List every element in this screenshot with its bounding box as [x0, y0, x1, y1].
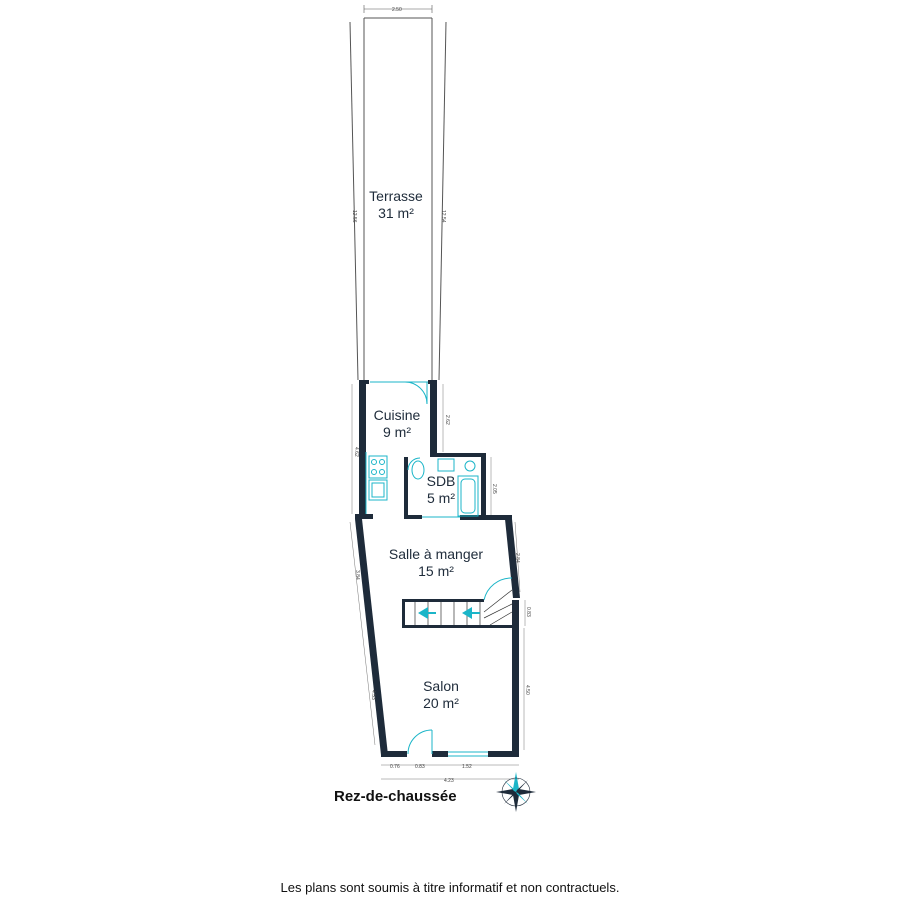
compass-rose-icon: [496, 772, 536, 812]
dim-terrasse-left-label: 12.56: [351, 210, 357, 223]
wall-left-slanted: [355, 519, 388, 755]
dim-salle-left-label: 3.84: [354, 570, 360, 580]
wall-right-slanted: [505, 519, 520, 598]
dim-top-width-label: 2.50: [392, 7, 402, 13]
room-label-salle-a-manger: Salle à manger 15 m²: [389, 546, 483, 580]
room-name: Salon: [423, 678, 459, 694]
wall-cuisine-top-left: [359, 380, 369, 384]
sink-icon: [368, 479, 388, 501]
room-area: 31 m²: [378, 205, 414, 221]
dim-top-width: [363, 5, 433, 13]
room-label-terrasse: Terrasse 31 m²: [369, 188, 423, 222]
room-name: Terrasse: [369, 188, 423, 204]
dim-terrasse-right-label: 12.54: [440, 210, 446, 223]
wall-partition-right: [460, 515, 512, 520]
dim-salon-right-label: 4.50: [524, 685, 530, 695]
dim-bottom-window-seg-label: 1.52: [462, 764, 472, 770]
exterior-walls: [355, 380, 512, 520]
water-heater-icon: [464, 460, 476, 472]
kitchen-fixtures: [368, 455, 388, 501]
floor-title: Rez-de-chaussée: [334, 788, 457, 805]
dim-cuisine-left-label: 4.62: [353, 447, 359, 457]
terrasse-outline: [349, 17, 447, 381]
dim-cuisine-right-label: 2.62: [444, 415, 450, 425]
room-area: 9 m²: [382, 424, 411, 440]
wall-cuisine-left: [359, 380, 366, 518]
dim-salle-right-label: 2.84: [514, 553, 520, 563]
bathtub-icon: [457, 475, 479, 517]
room-label-cuisine: Cuisine 9 m²: [374, 407, 421, 441]
washbasin-icon: [437, 458, 455, 472]
wall-cuisine-right: [430, 380, 437, 454]
room-name: Cuisine: [373, 407, 421, 423]
staircase: [402, 577, 513, 628]
room-name: SDB: [426, 473, 456, 489]
dim-salon-left-label: 4.53: [370, 690, 376, 700]
bathroom-fixtures: [411, 458, 479, 517]
stair-arrow-icon: [418, 607, 428, 619]
toilet-icon: [411, 460, 425, 480]
dim-bottom-total-label: 4.23: [444, 778, 454, 784]
wall-cuisine-top-right: [428, 380, 437, 384]
dim-bottom-door-seg-label: 0.83: [415, 764, 425, 770]
wall-partition-left: [355, 514, 373, 519]
dimension-lines: [349, 384, 526, 780]
wall-bottom: [381, 751, 519, 757]
room-label-salon: Salon 20 m²: [423, 678, 459, 712]
wall-sdb-right: [481, 453, 486, 519]
room-area: 15 m²: [418, 563, 454, 579]
disclaimer-text: Les plans sont soumis à titre informatif…: [280, 880, 620, 895]
room-area: 5 m²: [426, 490, 455, 506]
room-label-sdb: SDB 5 m²: [427, 473, 456, 507]
dim-sdb-right-label: 2.05: [491, 484, 497, 494]
cooktop-icon: [368, 455, 388, 479]
wall-sdb-top: [430, 453, 485, 457]
wall-sdb-left: [404, 457, 408, 517]
wall-right-salon: [512, 600, 519, 756]
room-area: 20 m²: [423, 695, 459, 711]
dim-bottom-left-seg-label: 0.76: [390, 764, 400, 770]
room-name: Salle à manger: [388, 546, 484, 562]
stair-arrow-icon: [462, 607, 472, 619]
wall-partition-mid: [404, 515, 422, 519]
openings: [365, 381, 488, 757]
dim-stair-right-label: 0.83: [525, 607, 531, 617]
